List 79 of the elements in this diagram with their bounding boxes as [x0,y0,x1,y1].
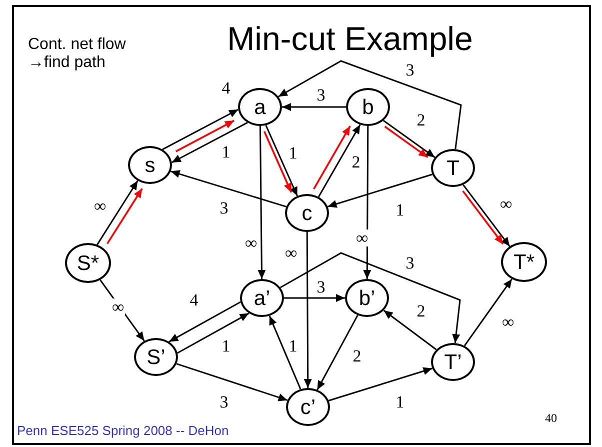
capacity-arrow [168,301,241,342]
capacity-label: 4 [188,292,200,308]
capacity-arrow [328,367,433,402]
node-ellipse [501,242,547,282]
capacity-label: 2 [352,348,362,364]
capacity-label: 3 [404,254,416,272]
capacity-arrow [280,252,461,344]
capacity-label: 3 [316,86,326,104]
capacity-arrow [278,60,462,150]
capacity-label: 1 [288,338,298,354]
capacity-label: 3 [316,278,326,296]
capacity-arrow [171,122,248,164]
node-ellipse [431,343,475,381]
capacity-label: 1 [220,144,232,160]
node-ellipse [134,338,178,376]
flow-path-arrow [175,120,235,152]
capacity-label: 2 [350,154,362,170]
node-ellipse [128,146,172,184]
node-label: T* [514,252,534,272]
flow-path-arrow [263,131,292,193]
capacity-label: 4 [220,80,232,96]
capacity-arrow [176,363,288,402]
node-ellipse [238,88,282,126]
capacity-label: ∞ [110,298,126,316]
capacity-arrow [265,125,298,196]
flow-path-arrow [313,126,351,190]
capacity-label: 3 [404,62,416,78]
capacity-label: 2 [416,112,426,128]
flow-path-arrow [106,188,143,244]
capacity-arrow [284,294,345,302]
flow-path-arrow [384,126,428,158]
node-ellipse [345,279,389,317]
capacity-arrow [383,310,437,350]
capacity-arrow [462,184,510,247]
capacity-arrow [382,120,436,158]
capacity-label: ∞ [354,230,370,246]
node-label: S’ [146,346,166,368]
node-ellipse [240,279,284,317]
capacity-arrow [268,316,302,390]
capacity-label: 1 [288,144,298,162]
node-label: c [302,202,312,224]
capacity-label: 1 [220,338,232,354]
capacity-arrow [464,278,513,346]
capacity-label: 1 [394,394,406,410]
capacity-arrow [96,180,138,246]
capacity-label: 1 [394,202,406,218]
node-ellipse [65,243,111,283]
node-ellipse [431,149,475,187]
node-label: b’ [358,288,376,308]
node-ellipse [286,388,330,426]
page-number: 40 [545,412,557,426]
slide-title: Min-cut Example [226,22,474,55]
flow-path-arrow [462,190,504,245]
capacity-arrow [363,126,372,279]
note-text: Cont. net flow →find path [28,36,127,73]
node-label: s [144,154,156,176]
node-label: b [362,96,374,118]
node-label: S* [76,252,100,274]
capacity-label: 3 [218,394,230,410]
capacity-arrow [282,103,346,111]
capacity-arrow [170,170,287,208]
node-label: a’ [254,288,270,308]
capacity-arrow [258,126,266,279]
node-ellipse [285,194,329,232]
node-label: T [446,158,460,178]
node-label: T’ [444,352,462,372]
capacity-arrow [100,279,145,342]
capacity-label: 3 [218,200,230,216]
capacity-label: 2 [416,302,426,320]
footer-text: Penn ESE525 Spring 2008 -- DeHon [17,424,229,439]
capacity-arrow [318,124,361,198]
capacity-arrow [327,174,433,208]
node-ellipse [346,88,390,126]
capacity-arrow [316,314,358,390]
node-label: c’ [300,396,316,418]
node-label: a [254,96,266,118]
capacity-arrow [177,312,250,354]
capacity-arrow [304,232,312,388]
capacity-arrow [162,108,239,150]
